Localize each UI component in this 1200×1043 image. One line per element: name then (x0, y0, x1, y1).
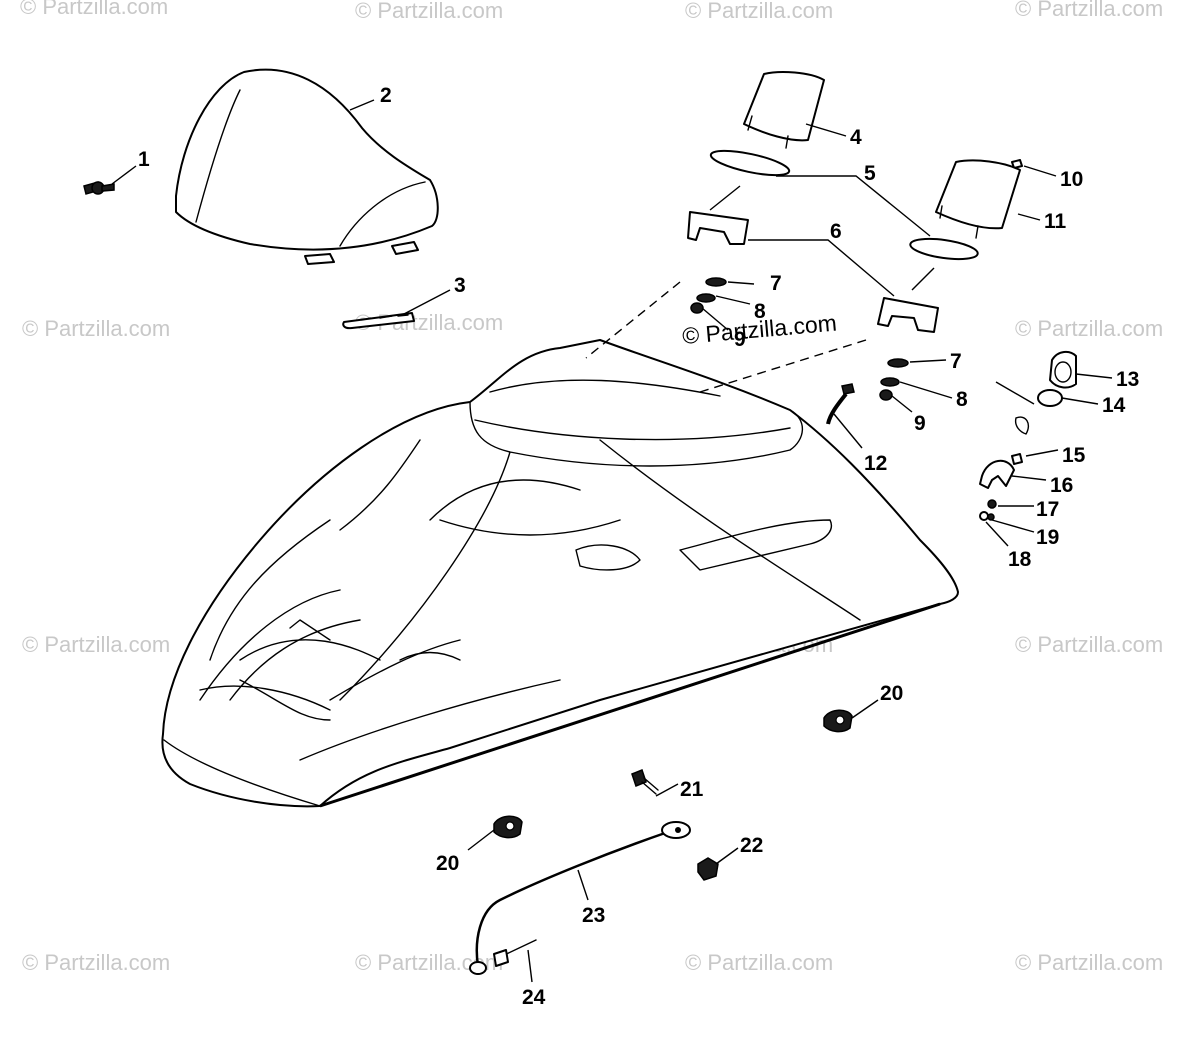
callout-19: 19 (1036, 526, 1059, 549)
callout-8a: 8 (754, 300, 766, 323)
watermark: © Partzilla.com (22, 632, 170, 657)
watermark: © Partzilla.com (22, 950, 170, 975)
watermark: © Partzilla.com (22, 316, 170, 341)
callout-7a: 7 (770, 272, 782, 295)
callout-9b: 9 (914, 412, 926, 435)
part-13-socket (1049, 350, 1077, 389)
callout-8b: 8 (956, 388, 968, 411)
callout-22: 22 (740, 834, 763, 857)
part-20-nut-left (493, 815, 523, 839)
callout-11: 11 (1044, 210, 1067, 233)
part-11-gauge (935, 159, 1021, 239)
part-20-nut-right (823, 709, 853, 733)
watermark: © Partzilla.com (685, 950, 833, 975)
part-7-8-9-left (690, 277, 727, 314)
part-1-rivet (83, 181, 115, 195)
callout-14: 14 (1102, 394, 1126, 417)
callout-23: 23 (582, 904, 605, 927)
callout-10: 10 (1060, 168, 1083, 191)
callout-2: 2 (380, 84, 392, 107)
part-23-tether (469, 821, 691, 975)
callout-5: 5 (864, 162, 876, 185)
callout-20a: 20 (880, 682, 903, 705)
assembly-lines (585, 281, 1035, 405)
callout-15: 15 (1062, 444, 1086, 467)
watermark: © Partzilla.com (685, 0, 833, 23)
watermark: © Partzilla.com (1015, 950, 1163, 975)
part-3-strap (342, 312, 415, 330)
part-22-nut (697, 857, 719, 881)
part-21-bolt (631, 769, 659, 795)
part-24-pin (493, 939, 537, 967)
callout-7b: 7 (950, 350, 962, 373)
callout-labels: 1 2 3 4 5 6 7 8 9 7 8 9 10 11 12 13 14 1… (138, 84, 1139, 1009)
part-15-19-clip (979, 416, 1030, 521)
callout-16: 16 (1050, 474, 1073, 497)
part-7-8-9-right (879, 358, 909, 401)
callout-12: 12 (864, 452, 887, 475)
callout-1: 1 (138, 148, 150, 171)
part-6-bracket (687, 211, 939, 333)
watermark: © Partzilla.com (20, 0, 168, 19)
callout-21: 21 (680, 778, 704, 801)
callout-20b: 20 (436, 852, 459, 875)
hood-body (161, 339, 959, 808)
callout-6: 6 (830, 220, 842, 243)
leader-lines (111, 99, 1113, 983)
part-12-connector (826, 383, 855, 425)
callout-18: 18 (1008, 548, 1032, 571)
callout-9a: 9 (734, 328, 746, 351)
callout-4: 4 (850, 126, 862, 149)
watermark: © Partzilla.com (1015, 0, 1163, 21)
watermark: © Partzilla.com (1015, 632, 1163, 657)
watermark: © Partzilla.com (355, 0, 503, 23)
callout-24: 24 (522, 986, 546, 1009)
part-5-ring (709, 149, 979, 261)
part-4-gauge (743, 71, 825, 149)
callout-17: 17 (1036, 498, 1059, 521)
watermark: © Partzilla.com (1015, 316, 1163, 341)
part-14-o-ring (1037, 389, 1063, 407)
part-2-windshield (175, 68, 439, 265)
callout-13: 13 (1116, 368, 1139, 391)
part-10-screw (1011, 159, 1023, 169)
callout-3: 3 (454, 274, 466, 297)
